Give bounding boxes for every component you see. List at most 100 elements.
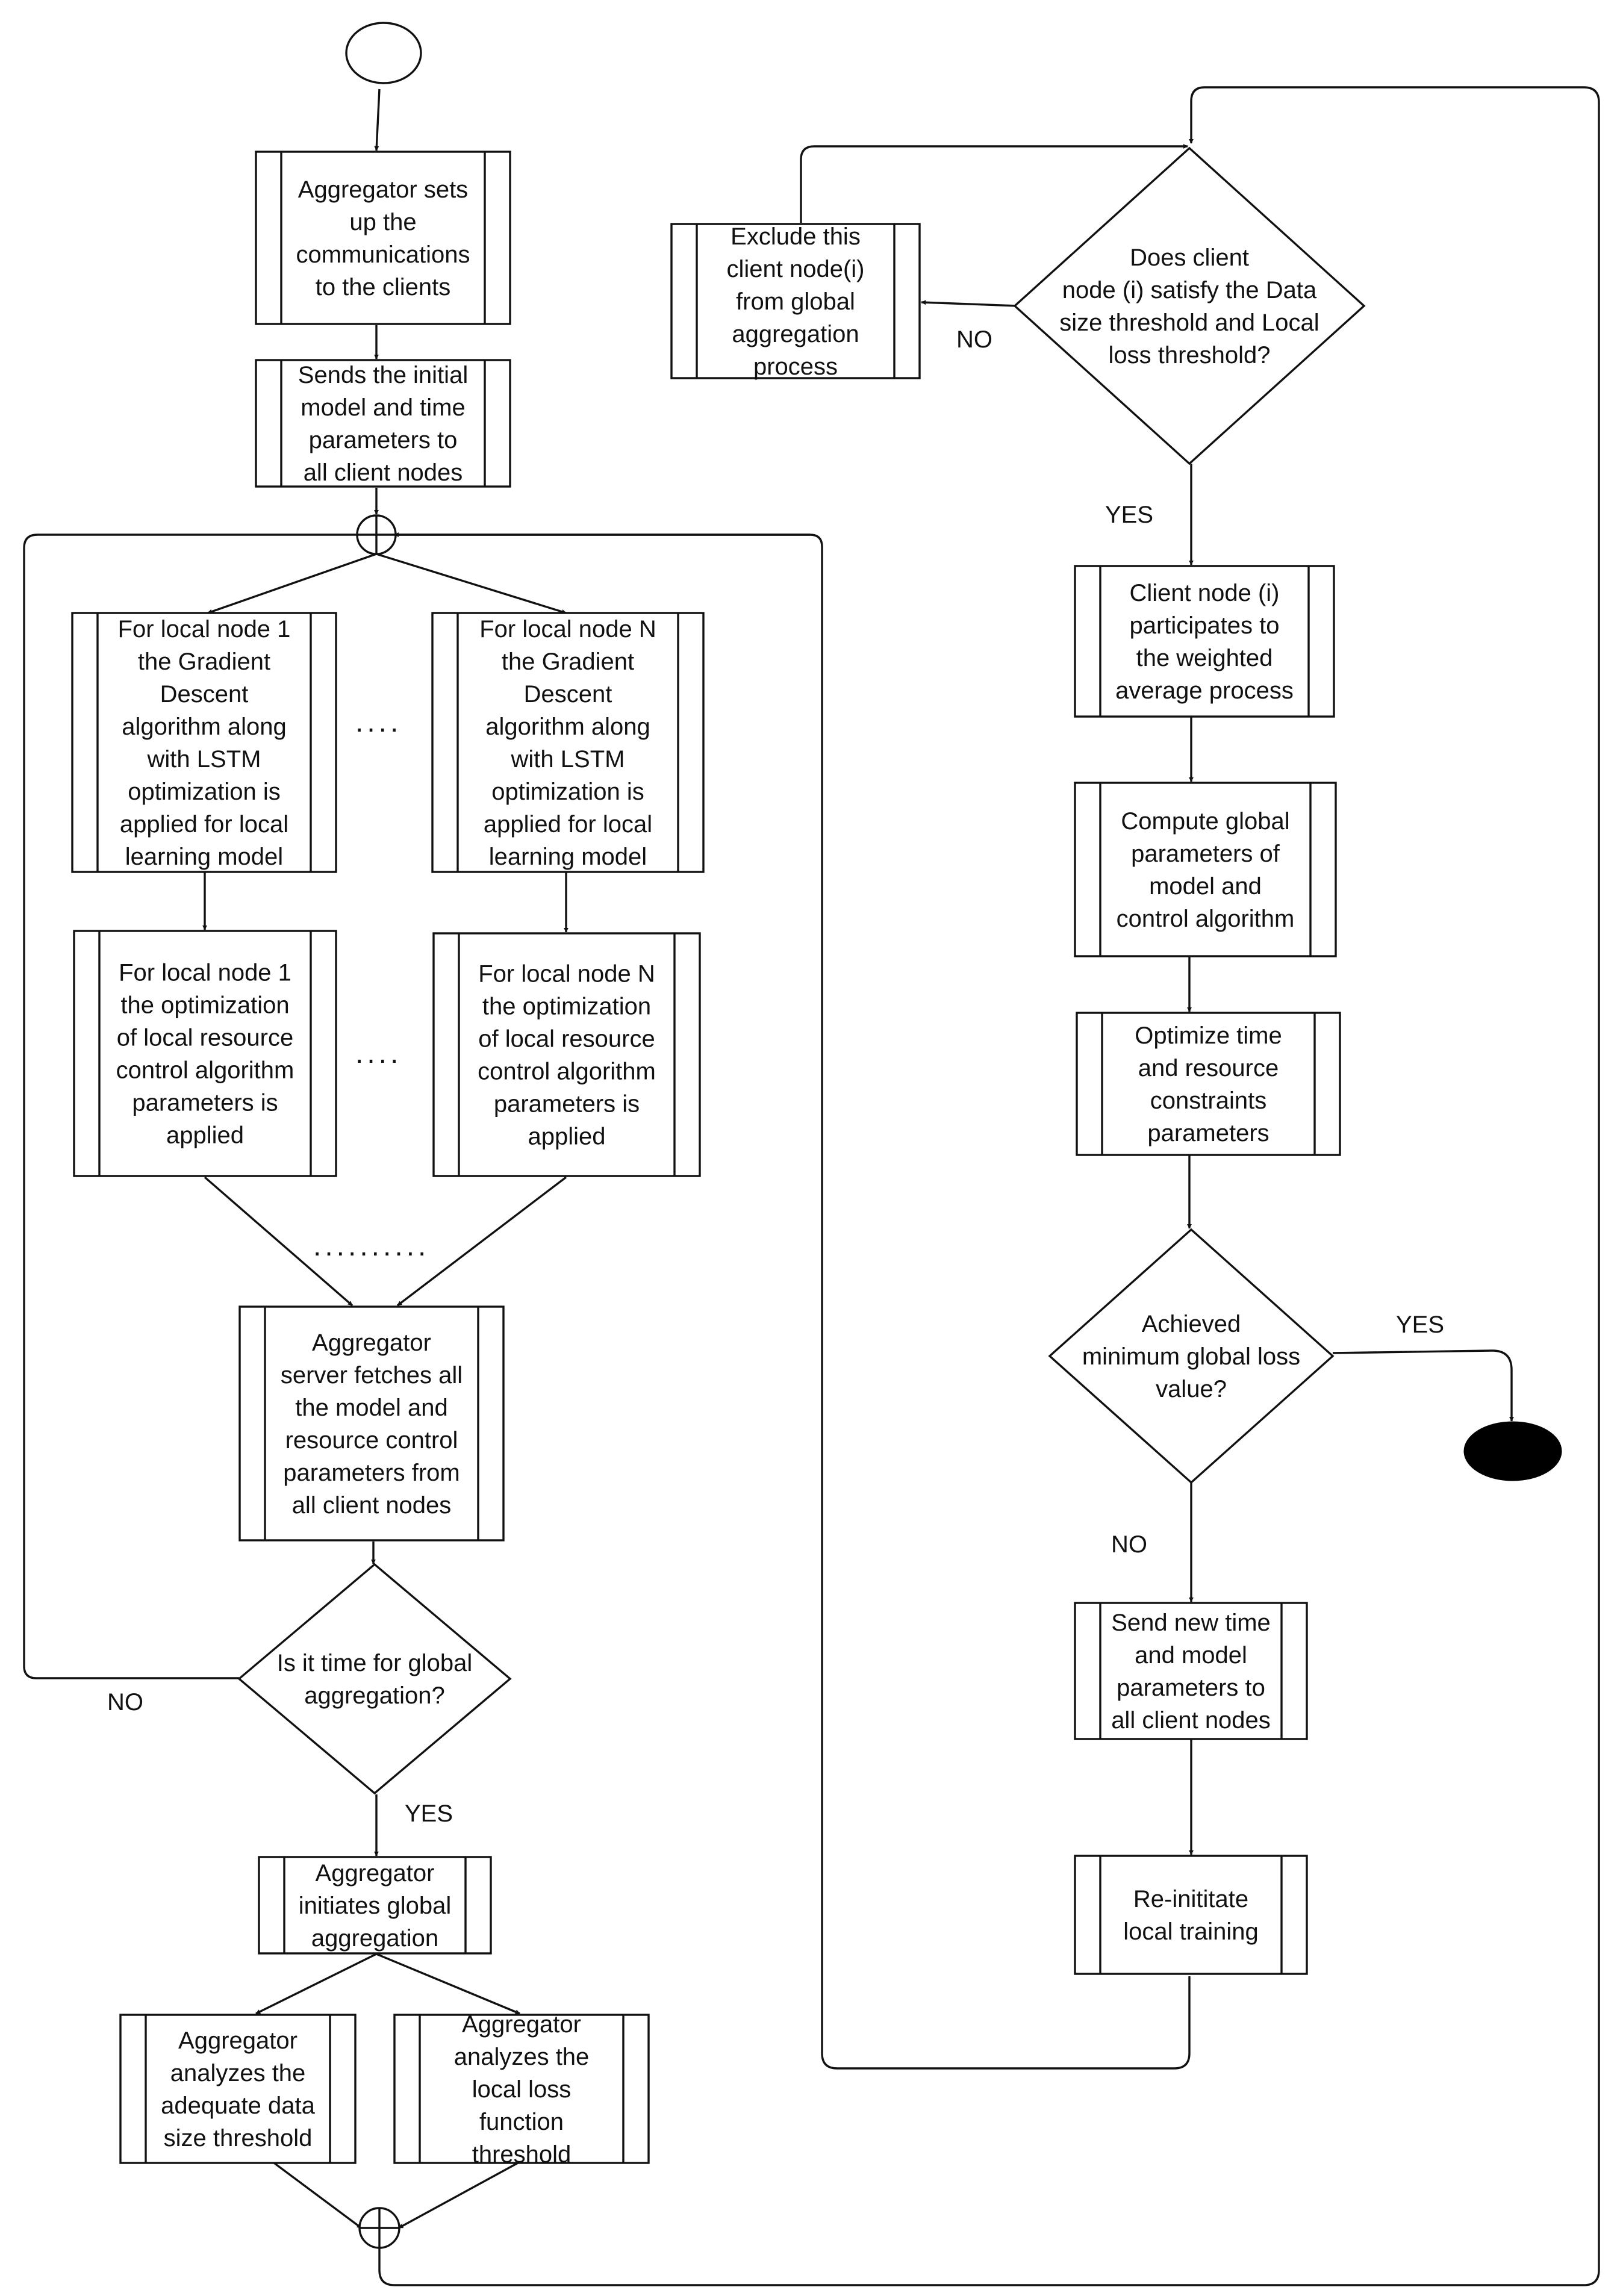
process-box-frame — [255, 151, 511, 325]
node-text-line: Re-inititate — [1133, 1886, 1248, 1912]
node-text-line: local training — [1123, 1918, 1259, 1945]
node-text-line: of local resource — [117, 1025, 293, 1051]
decision-diamond-shape — [1048, 1228, 1335, 1484]
node-text-line: algorithm along — [122, 714, 287, 740]
label-yes-client-thresholds: YES — [1105, 502, 1153, 528]
edge-junction-to-gdN — [376, 553, 567, 614]
node-text-line: process — [753, 353, 838, 380]
node-text-line: and model — [1135, 1642, 1247, 1669]
process-box-frame — [670, 223, 921, 379]
node-text-line: Client node (i) — [1129, 580, 1279, 606]
node-text-line: Achieved — [1142, 1311, 1241, 1337]
node-text-line: server fetches all — [281, 1362, 463, 1389]
ellipsis-merge-row: .......... — [313, 1230, 429, 1262]
node-text-line: minimum global loss — [1082, 1343, 1300, 1370]
node-text-line: Exclude this — [731, 223, 861, 250]
node-text-line: aggregation — [311, 1925, 438, 1952]
edge-initiate-to-analyze-loss — [376, 1953, 520, 2015]
edge-start-to-setup — [374, 89, 381, 151]
process-box-frame — [1074, 1855, 1308, 1975]
node-text-line: optimization is — [491, 779, 644, 805]
node-text-line: applied for local — [120, 811, 288, 838]
node-text-line: from global — [736, 288, 855, 315]
edge-opt1-to-fetch — [204, 1176, 354, 1307]
process-reinitiate-local-training: Re-inititate local training — [1074, 1855, 1308, 1975]
node-text-line: threshold — [472, 2141, 572, 2168]
edge-analyze-loss-to-junction — [398, 2162, 519, 2229]
connectors — [23, 86, 1600, 2286]
node-text-line: Sends the initial — [298, 362, 468, 388]
node-text-line: analyzes the — [170, 2060, 306, 2086]
edge-initiate-to-analyze-data — [255, 1953, 377, 2015]
node-text-line: local loss — [472, 2076, 572, 2103]
process-box-frame — [1074, 782, 1337, 957]
node-text-line: Aggregator — [312, 1330, 431, 1356]
node-text-line: communications — [296, 241, 470, 268]
node-text-line: Descent — [524, 681, 612, 708]
node-text-line: Does client — [1130, 244, 1249, 271]
node-text-line: parameters of — [1131, 841, 1280, 867]
node-text-line: applied — [166, 1122, 244, 1149]
node-text-line: aggregation? — [304, 1682, 445, 1709]
edge-exclude-back-to-decision — [800, 144, 1188, 223]
node-text-line: client node(i) — [726, 256, 864, 282]
node-text-line: control algorithm — [1117, 906, 1295, 932]
decision-global-aggregation-time: Is it time for global aggregation? — [237, 1563, 512, 1795]
decision-diamond-shape — [1013, 146, 1366, 465]
node-text-line: model and time — [301, 394, 465, 421]
node-text-line: optimization is — [128, 779, 280, 805]
node-text-line: value? — [1156, 1376, 1227, 1402]
ellipsis-gradient-row: .... — [355, 706, 402, 738]
ellipsis-optimization-row: .... — [355, 1038, 402, 1069]
node-text-line: loss threshold? — [1108, 342, 1270, 369]
node-text-line: model and — [1149, 873, 1262, 900]
node-text-line: to the clients — [316, 274, 451, 300]
node-text-line: Is it time for global — [277, 1650, 473, 1676]
label-no-client-thresholds: NO — [956, 326, 992, 353]
node-text-line: all client nodes — [1111, 1707, 1271, 1734]
start-terminal — [345, 22, 422, 84]
decision-diamond-shape — [237, 1563, 512, 1795]
node-text-line: size threshold — [164, 2125, 313, 2151]
process-box-frame — [1076, 1012, 1341, 1156]
node-text-line: the Gradient — [502, 649, 634, 675]
junction-top — [356, 514, 397, 555]
node-text-line: algorithm along — [485, 714, 650, 740]
edge-decision-loss-yes — [1332, 1349, 1514, 1422]
node-text-line: and resource — [1138, 1055, 1279, 1081]
node-text-line: node (i) satisfy the Data — [1062, 277, 1317, 303]
node-text-line: participates to — [1129, 612, 1279, 639]
node-text-line: analyzes the — [454, 2044, 590, 2070]
node-text-line: control algorithm — [116, 1057, 294, 1084]
node-text-line: Compute global — [1121, 808, 1289, 835]
label-yes-global-aggregation: YES — [405, 1800, 453, 1827]
node-text-line: average process — [1115, 677, 1294, 704]
node-text-line: the Gradient — [138, 649, 270, 675]
process-box-frame — [258, 1856, 492, 1955]
process-box-frame — [432, 932, 701, 1177]
process-box-frame — [1074, 1602, 1308, 1740]
label-no-global-aggregation: NO — [107, 1689, 143, 1716]
process-box-frame — [393, 2014, 650, 2164]
process-box-frame — [1074, 565, 1335, 718]
node-text-line: Aggregator — [316, 1860, 435, 1887]
process-box-frame — [71, 612, 337, 873]
node-text-line: applied for local — [484, 811, 652, 838]
node-text-line: For local node 1 — [118, 616, 291, 642]
edge-optN-to-fetch — [396, 1176, 567, 1307]
decision-minimum-global-loss: Achieved minimum global loss value? — [1048, 1228, 1335, 1484]
node-text-line: initiates global — [299, 1893, 452, 1919]
node-text-line: Send new time — [1111, 1610, 1271, 1636]
node-text-line: up the — [349, 209, 416, 235]
